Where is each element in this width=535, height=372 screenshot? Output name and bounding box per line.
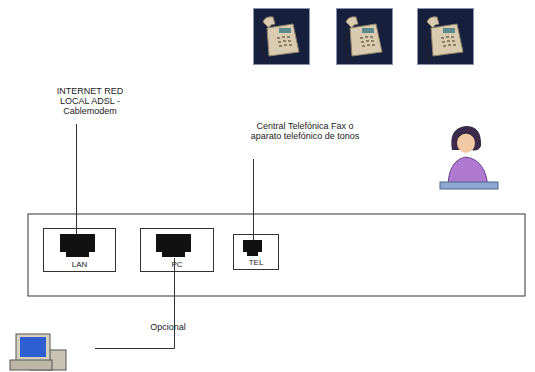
port-label: TEL	[234, 258, 278, 267]
port-box: LAN	[43, 228, 116, 272]
port-label: LAN	[44, 260, 115, 269]
connection-label: INTERNET RED LOCAL ADSL - Cablemodem	[42, 86, 138, 116]
computer-icon	[10, 334, 66, 370]
port-box: PC	[140, 228, 214, 272]
device-housing	[28, 214, 525, 296]
phone-icons	[254, 9, 474, 65]
port-label: PC	[141, 260, 213, 269]
connection-label: Central Telefónica Fax o aparato telefón…	[245, 121, 365, 141]
operator-woman	[440, 126, 498, 189]
jacks	[60, 234, 262, 257]
note-label: Opcional	[138, 322, 198, 332]
leader-lines	[77, 124, 254, 349]
port-box: TEL	[233, 234, 279, 270]
